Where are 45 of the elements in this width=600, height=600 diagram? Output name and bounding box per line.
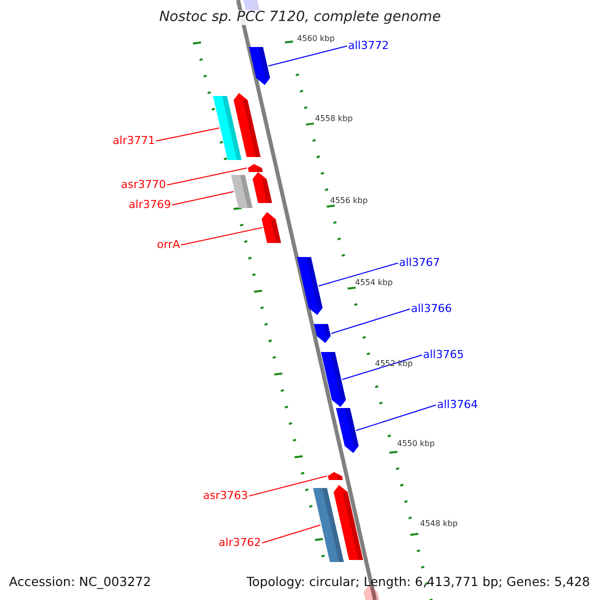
leader-line bbox=[166, 168, 248, 186]
gene-label: alr3762 bbox=[218, 537, 261, 550]
gene-label: asr3770 bbox=[121, 179, 166, 192]
gene-label: orrA bbox=[156, 239, 180, 252]
gene-label: asr3763 bbox=[203, 490, 248, 502]
scale-label: 4548 kbp bbox=[420, 520, 458, 529]
scale-label: 4556 kbp bbox=[330, 197, 368, 206]
gene-label: all3766 bbox=[411, 303, 452, 316]
gene-feature bbox=[334, 485, 364, 560]
gene-label: alr3771 bbox=[112, 135, 155, 148]
scale-label: 4552 kbp bbox=[375, 360, 413, 369]
leader-line bbox=[356, 404, 436, 431]
gene-feature bbox=[213, 96, 242, 160]
leader-line bbox=[318, 262, 398, 286]
gene-label: all3764 bbox=[437, 399, 478, 412]
footer-text: Topology: circular; Length: 6,413,771 bp; Genes: 5,428 bbox=[246, 575, 590, 589]
gene-label: all3772 bbox=[348, 40, 389, 52]
leader-line bbox=[268, 46, 348, 66]
leader-line bbox=[248, 476, 328, 496]
scale-label: 4554 kbp bbox=[355, 279, 393, 288]
gene-label: alr3769 bbox=[128, 199, 171, 212]
scale-label: 4550 kbp bbox=[397, 440, 435, 449]
gene-feature bbox=[314, 324, 331, 343]
leader-line bbox=[342, 354, 422, 380]
leader-line bbox=[262, 524, 321, 544]
gene-feature bbox=[313, 488, 344, 562]
scale-label: 4558 kbp bbox=[315, 115, 353, 124]
gene-feature bbox=[249, 47, 270, 85]
leader-line bbox=[330, 308, 410, 334]
leader-line bbox=[180, 227, 263, 246]
gene-feature bbox=[321, 352, 346, 407]
gene-feature bbox=[231, 175, 252, 208]
footer-text: Accession: NC_003272 bbox=[9, 575, 152, 589]
scale-label: 4560 kbp bbox=[297, 35, 335, 44]
gene-feature bbox=[297, 257, 323, 315]
gene-label: all3765 bbox=[423, 349, 464, 362]
gene-label: all3767 bbox=[399, 257, 440, 270]
gene-feature bbox=[336, 408, 359, 453]
title: Nostoc sp. PCC 7120, complete genome bbox=[159, 10, 441, 26]
leader-line bbox=[156, 128, 220, 142]
gene-feature bbox=[328, 472, 343, 480]
gene-feature bbox=[248, 164, 263, 172]
gene-feature bbox=[234, 93, 261, 157]
gene-feature bbox=[262, 212, 282, 243]
leader-line bbox=[172, 191, 234, 206]
